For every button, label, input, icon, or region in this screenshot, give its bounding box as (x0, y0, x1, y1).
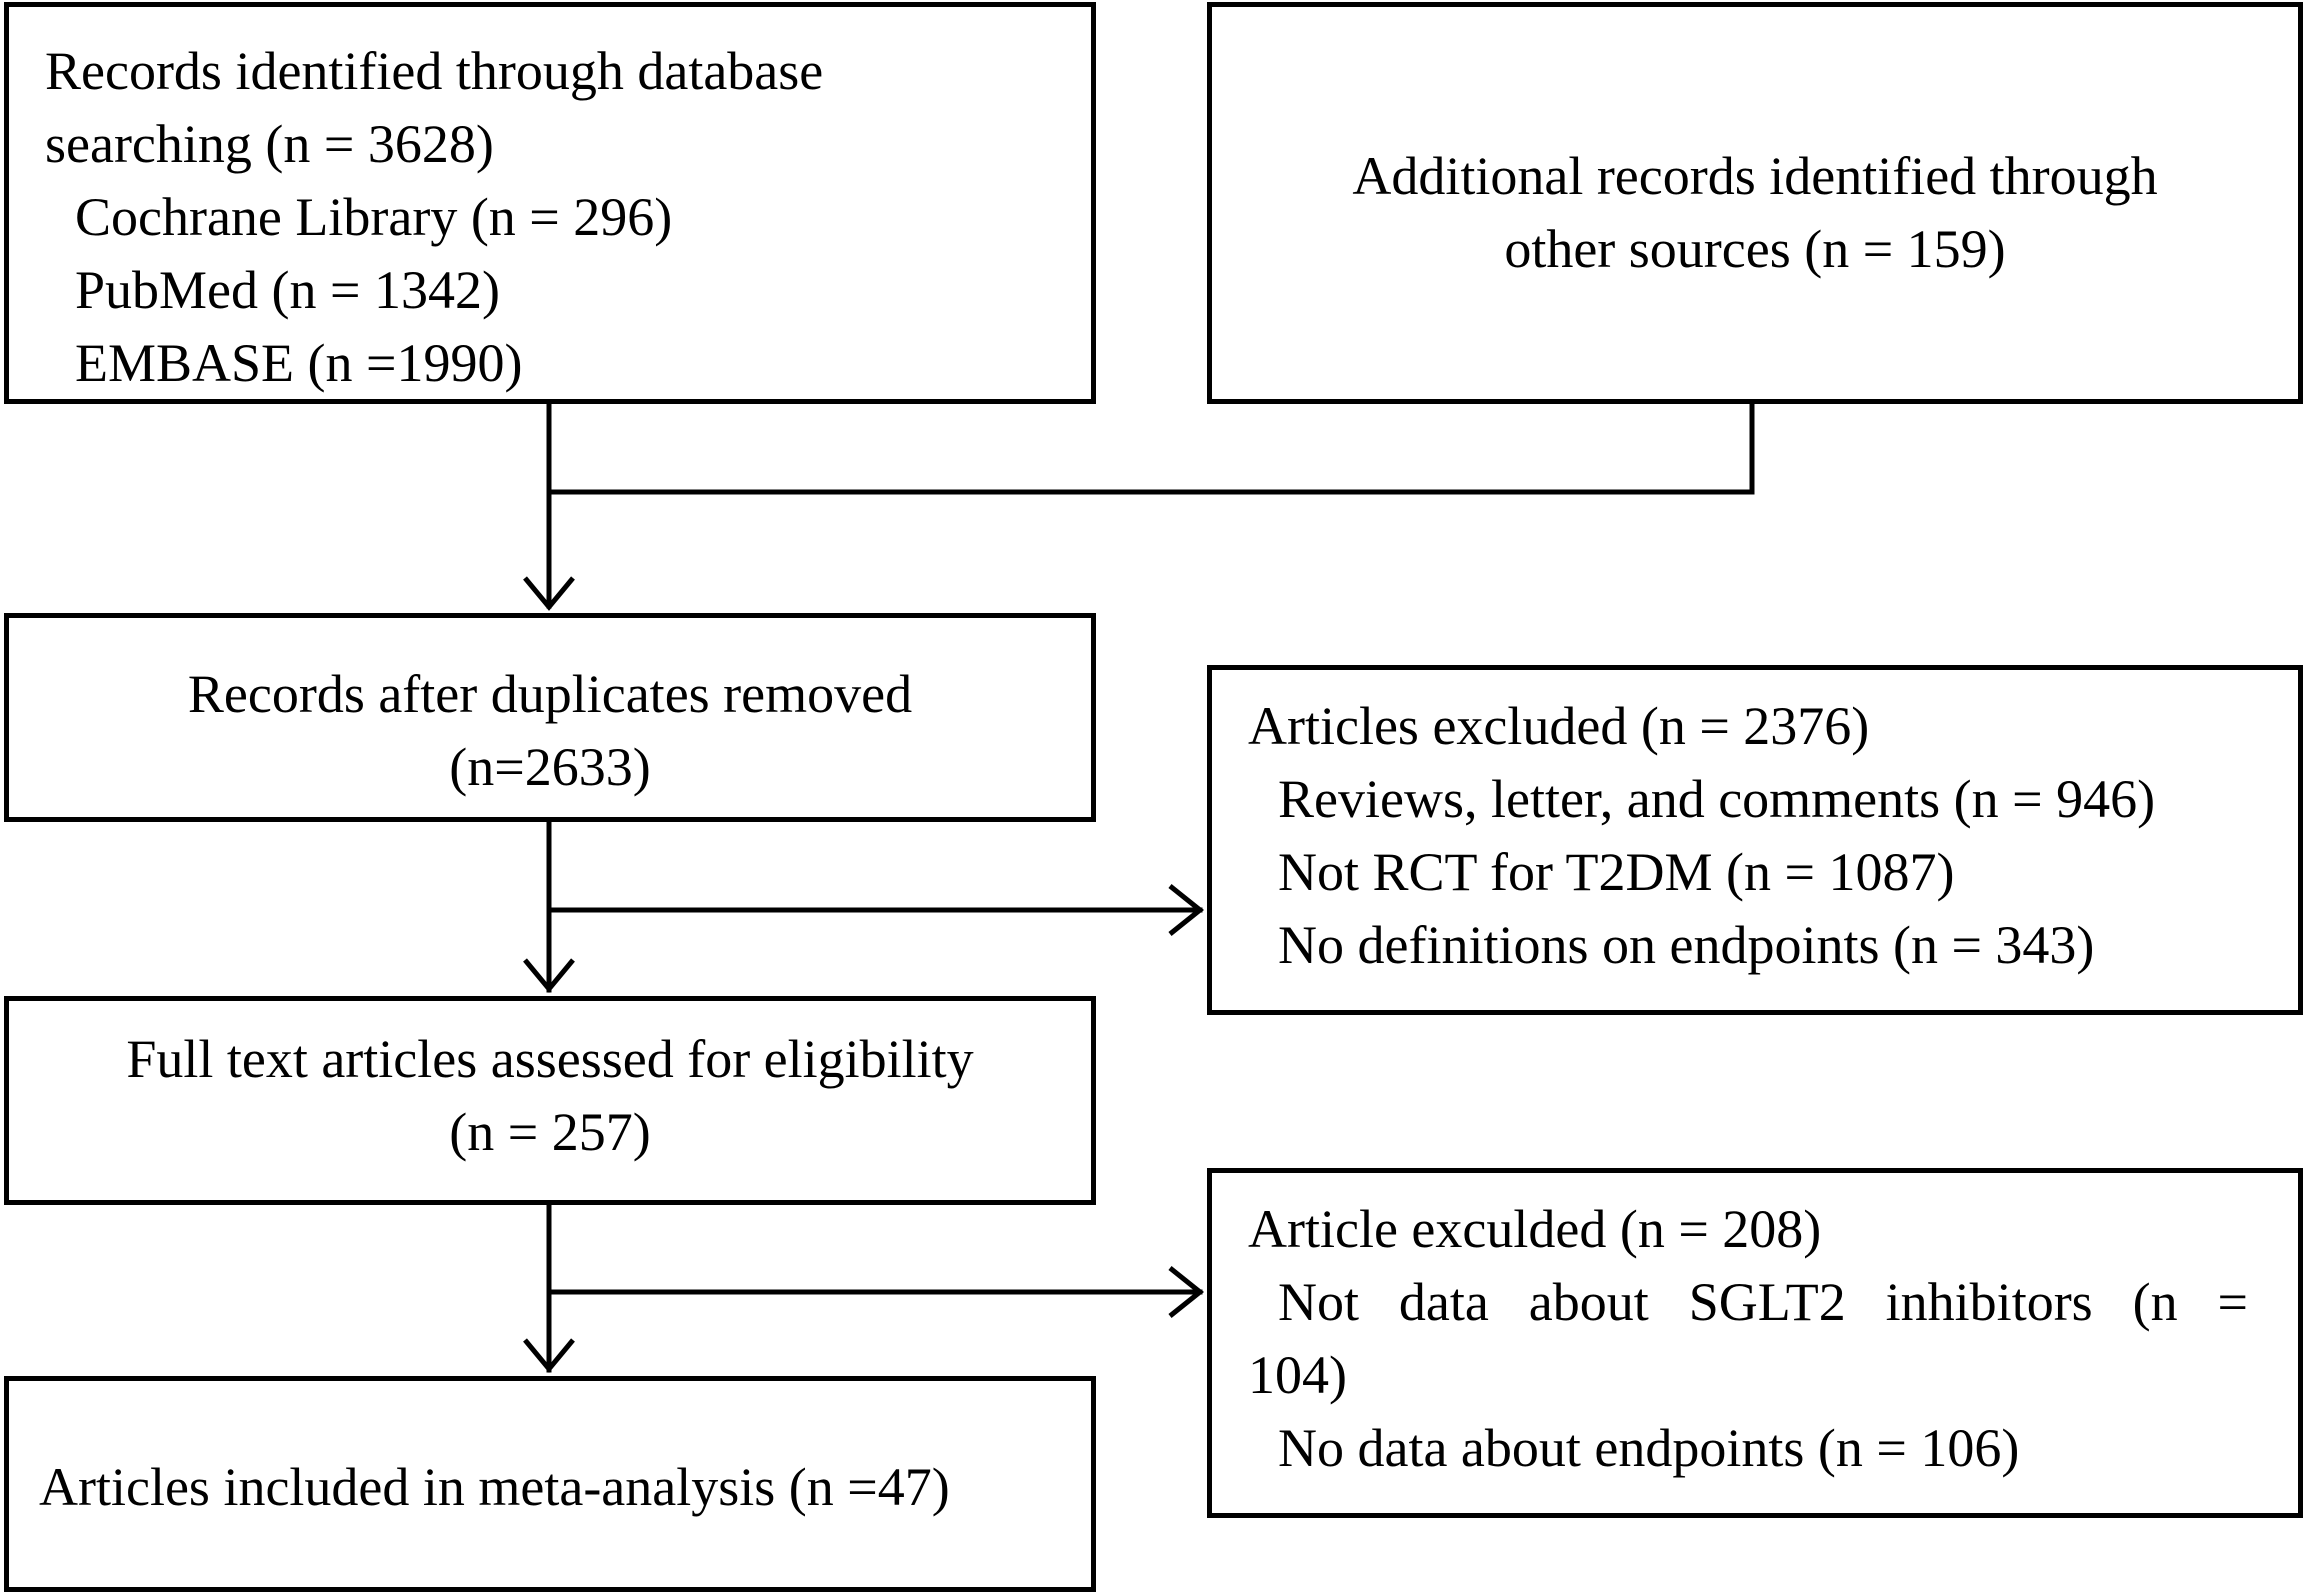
arrowhead-into-excluded-2 (1168, 1266, 1205, 1318)
full-text-assessed-title: Full text articles assessed for eligibil… (126, 1029, 974, 1089)
database-search-box: Records identified through database sear… (4, 2, 1096, 404)
arrowhead-into-included (523, 1338, 575, 1373)
included-meta-analysis-box: Articles included in meta-analysis (n =4… (4, 1376, 1096, 1592)
database-embase: EMBASE (n =1990) (75, 333, 523, 393)
excluded-not-sglt2: Not data about SGLT2 inhibitors (n = (1278, 1272, 2248, 1332)
duplicates-removed-title: Records after duplicates removed (187, 664, 913, 724)
database-search-title: Records identified through database (45, 41, 824, 101)
excluded-no-endpoints: No data about endpoints (n = 106) (1278, 1418, 2020, 1478)
included-meta-analysis-title: Articles included in meta-analysis (n =4… (39, 1457, 950, 1517)
arrowhead-into-dedup (523, 576, 575, 611)
other-sources-count: other sources (n = 159) (1504, 219, 2006, 279)
duplicates-removed-box: Records after duplicates removed (n=2633… (4, 613, 1096, 822)
excluded-reviews: Reviews, letter, and comments (n = 946) (1278, 769, 2156, 829)
database-pubmed: PubMed (n = 1342) (75, 260, 500, 320)
arrowhead-into-fulltext (523, 958, 575, 993)
full-text-assessed-box: Full text articles assessed for eligibil… (4, 996, 1096, 1205)
article-excluded-title: Article exculded (n = 208) (1248, 1199, 1822, 1259)
duplicates-removed-count: (n=2633) (449, 737, 651, 797)
database-cochrane: Cochrane Library (n = 296) (75, 187, 673, 247)
other-sources-box: Additional records identified through ot… (1207, 2, 2303, 404)
excluded-not-sglt2-count: 104) (1248, 1345, 1347, 1405)
database-search-count: searching (n = 3628) (45, 114, 494, 174)
other-sources-title: Additional records identified through (1352, 146, 2158, 206)
excluded-no-definitions: No definitions on endpoints (n = 343) (1278, 915, 2095, 975)
article-excluded-box: Article exculded (n = 208) Not data abou… (1207, 1168, 2303, 1518)
articles-excluded-box: Articles excluded (n = 2376) Reviews, le… (1207, 665, 2303, 1015)
full-text-assessed-count: (n = 257) (449, 1102, 651, 1162)
arrowhead-into-excluded-1 (1168, 884, 1205, 936)
articles-excluded-title: Articles excluded (n = 2376) (1248, 696, 1870, 756)
excluded-not-rct: Not RCT for T2DM (n = 1087) (1278, 842, 1955, 902)
